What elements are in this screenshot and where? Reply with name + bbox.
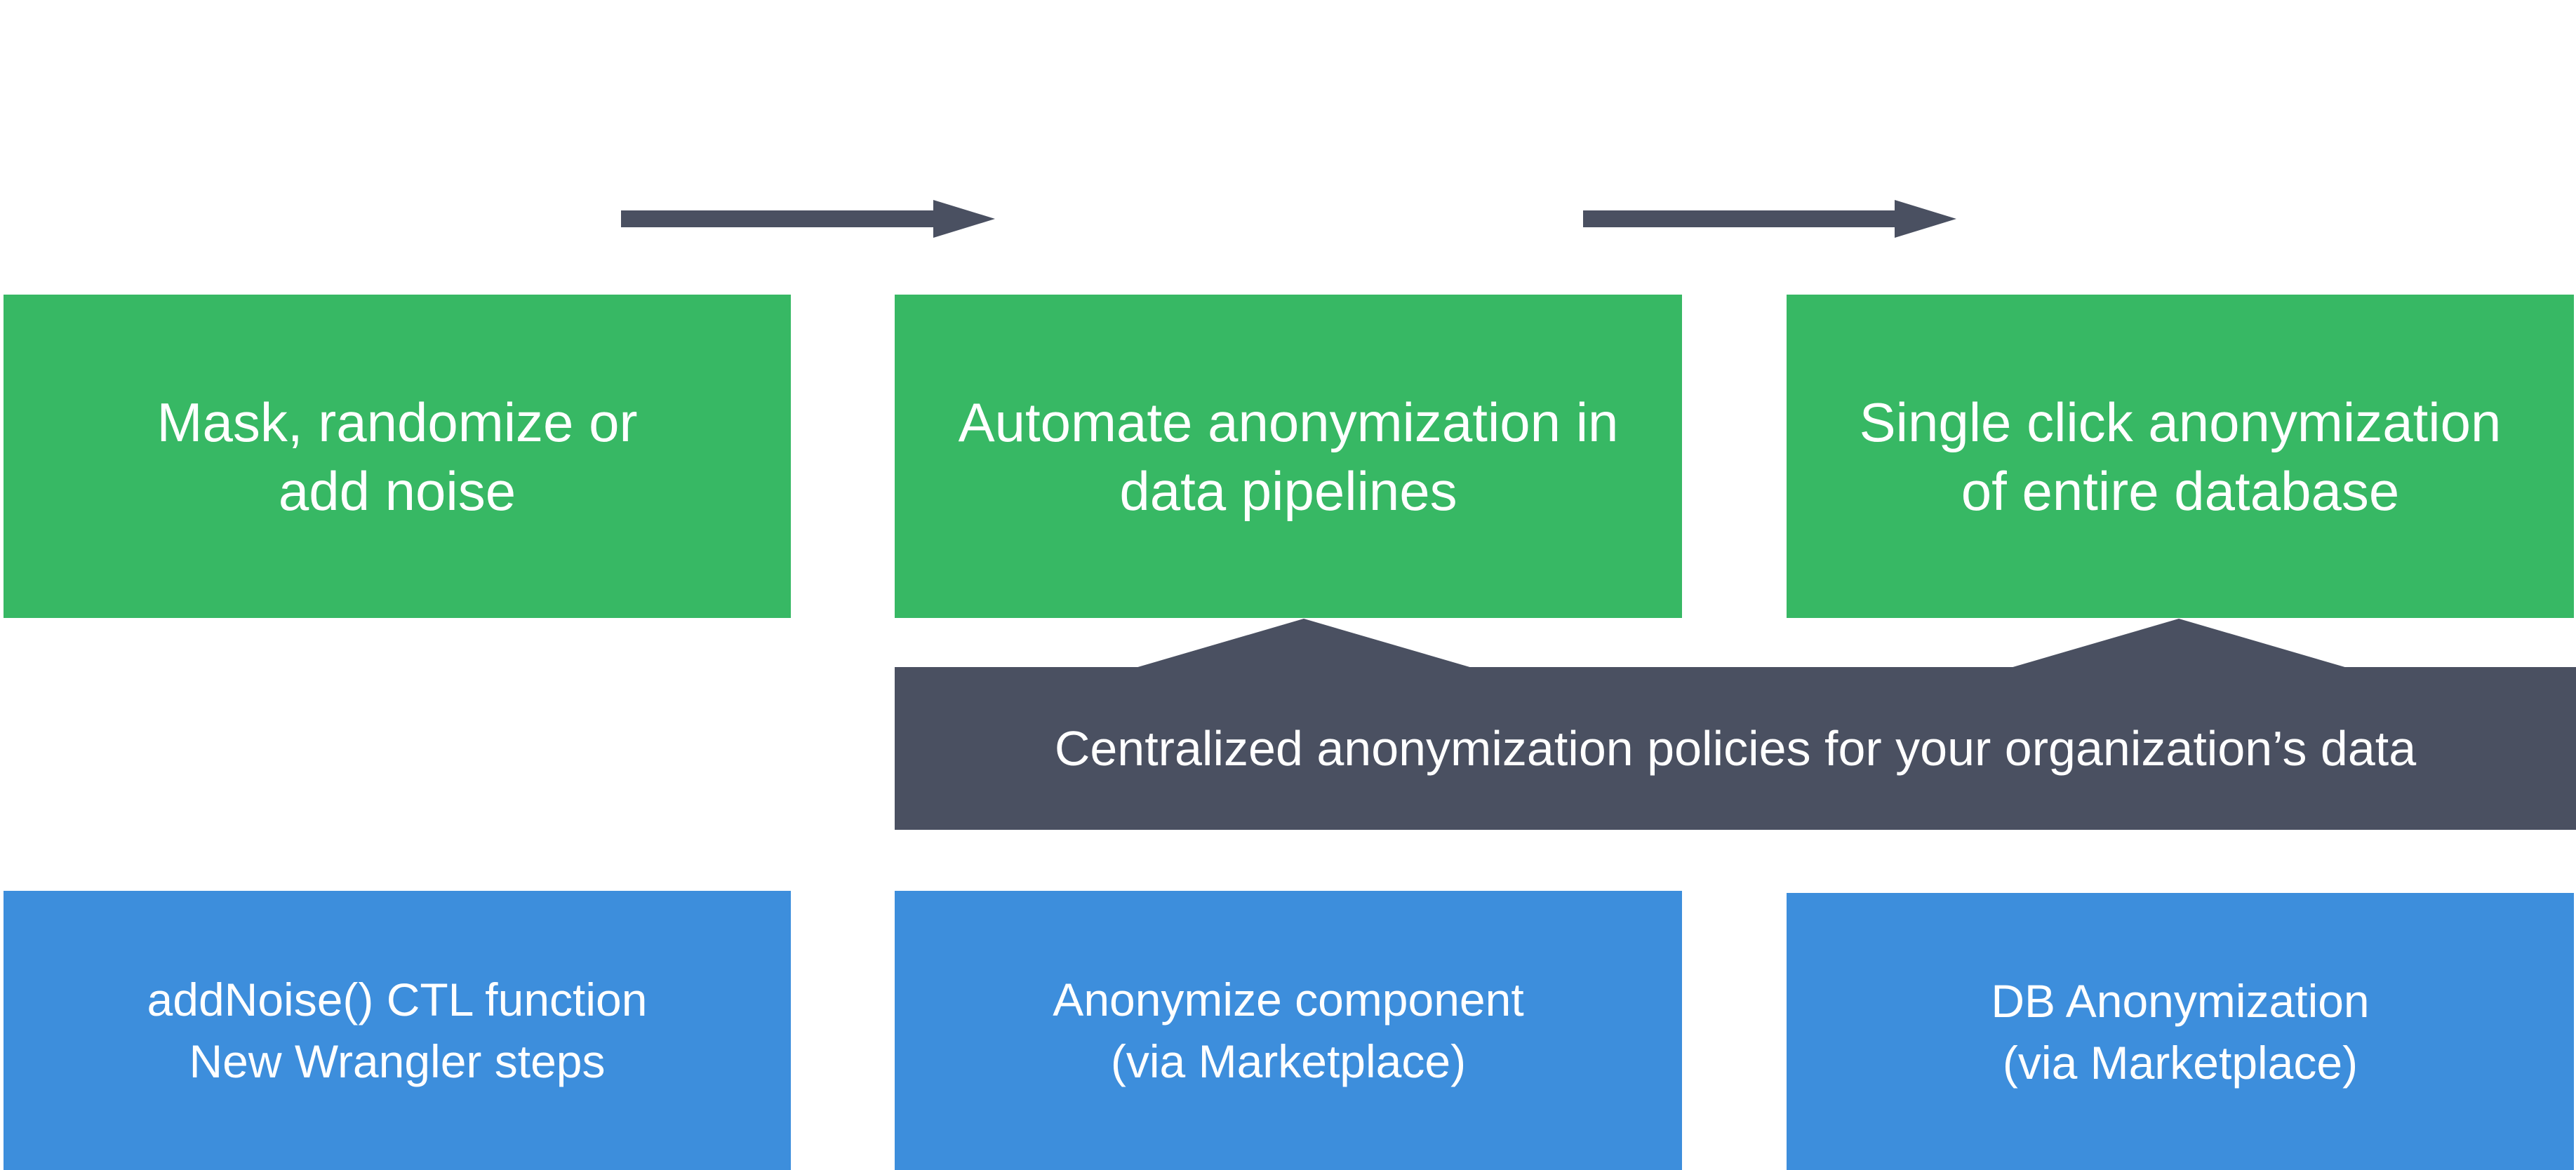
capability-box-noise: Mask, randomize or add noise [4, 295, 791, 618]
feature-box-db-anonymization: DB Anonymization (via Marketplace) [1787, 893, 2574, 1170]
feature-label-line1: Anonymize component [1053, 974, 1524, 1026]
capability-label-line1: Single click anonymization [1859, 391, 2502, 453]
capability-box-pipelines: Automate anonymization in data pipelines [895, 295, 1682, 618]
feature-label-line2: (via Marketplace) [2002, 1036, 2358, 1089]
capability-label-line2: of entire database [1961, 459, 2400, 522]
capability-label-line1: Automate anonymization in [958, 391, 1619, 453]
policy-band: Centralized anonymization policies for y… [895, 667, 2576, 830]
right-arrow-icon [1583, 200, 1956, 238]
capability-box-database: Single click anonymization of entire dat… [1787, 295, 2574, 618]
feature-label-line2: (via Marketplace) [1110, 1035, 1467, 1087]
triangle-up-icon [2010, 619, 2347, 668]
feature-box-ctl: addNoise() CTL function New Wrangler ste… [4, 891, 791, 1170]
capability-label-line2: add noise [278, 459, 516, 522]
feature-label-line1: addNoise() CTL function [147, 974, 648, 1026]
right-arrow-icon [621, 200, 995, 238]
feature-label-line2: New Wrangler steps [189, 1035, 606, 1087]
triangle-up-icon [1135, 619, 1472, 668]
feature-box-anonymize-component: Anonymize component (via Marketplace) [895, 891, 1682, 1170]
capability-label-line2: data pipelines [1119, 459, 1457, 522]
feature-label-line1: DB Anonymization [1991, 974, 2370, 1027]
capability-label-line1: Mask, randomize or [156, 391, 638, 453]
policy-band-label: Centralized anonymization policies for y… [1054, 721, 2417, 776]
